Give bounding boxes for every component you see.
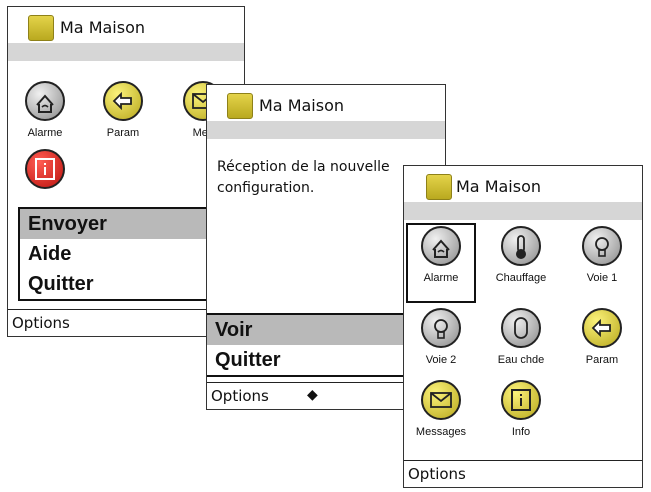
softkey-options[interactable]: Options [12,314,70,332]
alarm-label: Alarme [27,127,63,139]
status-bar [207,121,445,139]
thermometer-icon [501,226,541,266]
alarm-tile[interactable]: Alarme [406,223,476,303]
config-message: Réception de la nouvelle configuration. [217,157,437,199]
softkey-bar: Options An [8,309,244,336]
info-icon [501,380,541,420]
message-line-2: configuration. [217,180,315,196]
hot-water-label: Eau chde [497,354,545,366]
param-tile[interactable]: Param [91,81,155,155]
param-tile[interactable]: Param [570,308,634,382]
alarm-icon [25,81,65,121]
messages-tile[interactable]: Messages [409,380,473,454]
app-title: Ma Maison [60,18,146,37]
menu-item-aide[interactable]: Aide [28,243,72,265]
alarm-icon [421,226,461,266]
info-icon [25,149,65,189]
scroll-arrows-icon: ◆ [307,387,318,403]
alarm-label: Alarme [423,272,459,284]
alarm-tile[interactable]: Alarme [13,81,77,155]
envelope-icon [421,380,461,420]
info-tile[interactable]: Info [489,380,553,454]
light-bulb-icon [582,226,622,266]
message-line-1: Réception de la nouvelle [217,159,390,175]
menu-item-quitter[interactable]: Quitter [215,349,281,371]
softkey-options[interactable]: Options [408,465,466,483]
house-app-icon [28,15,54,41]
voie1-label: Voie 1 [586,272,618,284]
light-bulb-icon [421,308,461,348]
title-bar: Ma Maison [8,7,244,43]
menu-item-quitter[interactable]: Quitter [28,273,94,295]
voie2-label: Voie 2 [425,354,457,366]
softkey-bar: Options [404,460,642,487]
status-bar [404,202,642,220]
exit-arrow-icon [582,308,622,348]
param-label: Param [585,354,619,366]
messages-label: Messages [415,426,467,438]
app-title: Ma Maison [259,96,345,115]
phone-screen-home-grid: Ma Maison Alarme Chauffage Voie 1 Voie 2… [403,165,643,488]
title-bar: Ma Maison [207,85,445,121]
voie2-tile[interactable]: Voie 2 [409,308,473,382]
hot-water-tile[interactable]: Eau chde [489,308,553,382]
water-tank-icon [501,308,541,348]
app-title: Ma Maison [456,177,542,196]
house-app-icon [227,93,253,119]
title-bar: Ma Maison [404,166,642,202]
status-bar [8,43,244,61]
info-label: Info [511,426,531,438]
info-tile[interactable] [13,149,77,223]
heating-label: Chauffage [495,272,547,284]
phone-screen-main-menu: Ma Maison Alarme Param Mes Envoyer Aide … [7,6,245,337]
exit-arrow-icon [103,81,143,121]
param-label: Param [106,127,140,139]
heating-tile[interactable]: Chauffage [489,226,553,300]
house-app-icon [426,174,452,200]
voie1-tile[interactable]: Voie 1 [570,226,634,300]
softkey-options[interactable]: Options [211,387,269,405]
